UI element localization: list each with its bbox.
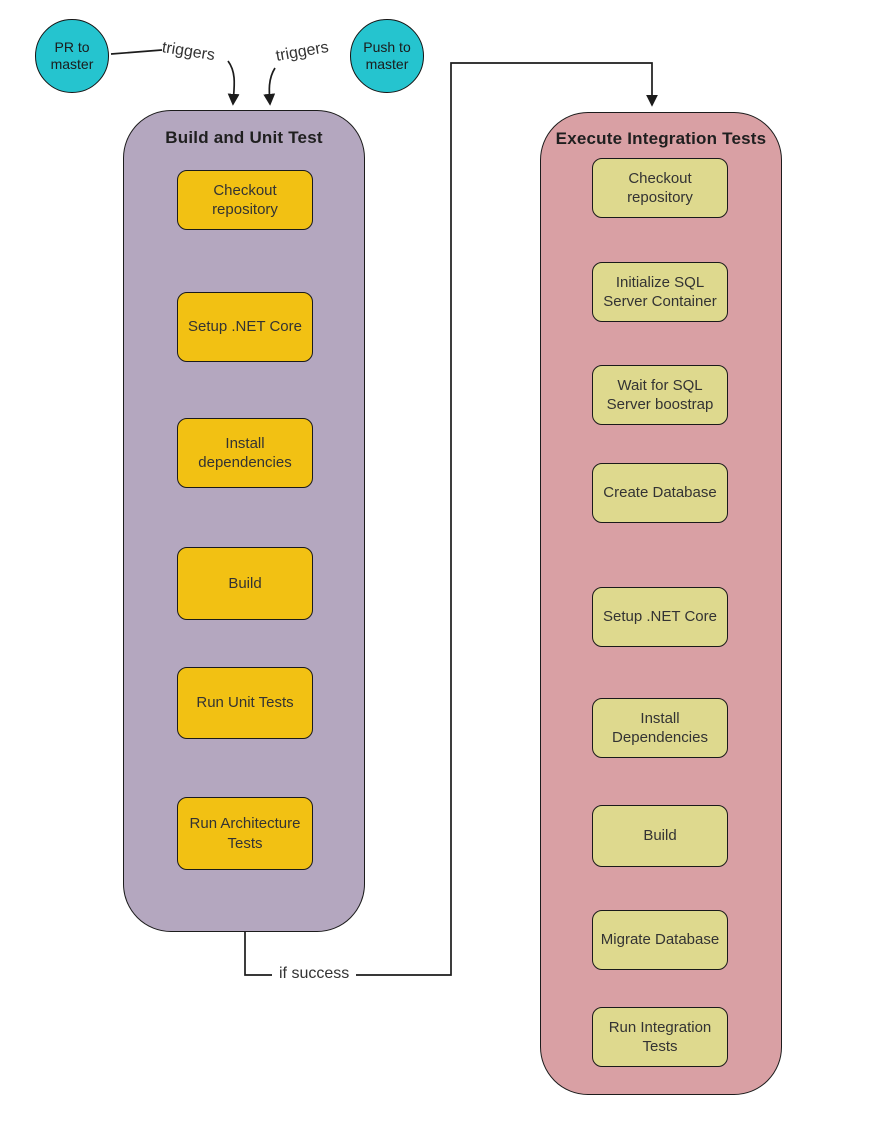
step-setup-dotnet-core: Setup .NET Core [177,292,313,362]
step-build: Build [177,547,313,620]
step-checkout-repository-2: Checkout repository [592,158,728,218]
step-install-dependencies-2: Install Dependencies [592,698,728,758]
event-push-to-master: Push to master [350,19,424,93]
step-migrate-database: Migrate Database [592,910,728,970]
step-run-architecture-tests: Run Architecture Tests [177,797,313,870]
step-run-integration-tests: Run Integration Tests [592,1007,728,1067]
step-wait-for-sql-server-bootstrap: Wait for SQL Server boostrap [592,365,728,425]
edge-label-if-success: if success [272,965,357,983]
step-checkout-repository: Checkout repository [177,170,313,230]
edge-if-success [244,62,658,976]
edge-trigger-right-arrow [263,67,276,106]
step-run-unit-tests: Run Unit Tests [177,667,313,739]
step-initialize-sql-server-container: Initialize SQL Server Container [592,262,728,322]
event-pr-to-master: PR to master [35,19,109,93]
step-build-2: Build [592,805,728,867]
edge-trigger-left-arrow [227,60,240,106]
step-setup-dotnet-core-2: Setup .NET Core [592,587,728,647]
pipeline-title-build: Build and Unit Test [165,128,323,147]
step-install-dependencies: Install dependencies [177,418,313,488]
pipeline-title-integration: Execute Integration Tests [555,129,767,148]
step-create-database: Create Database [592,463,728,523]
edge-pr-to-triggers [110,49,163,55]
